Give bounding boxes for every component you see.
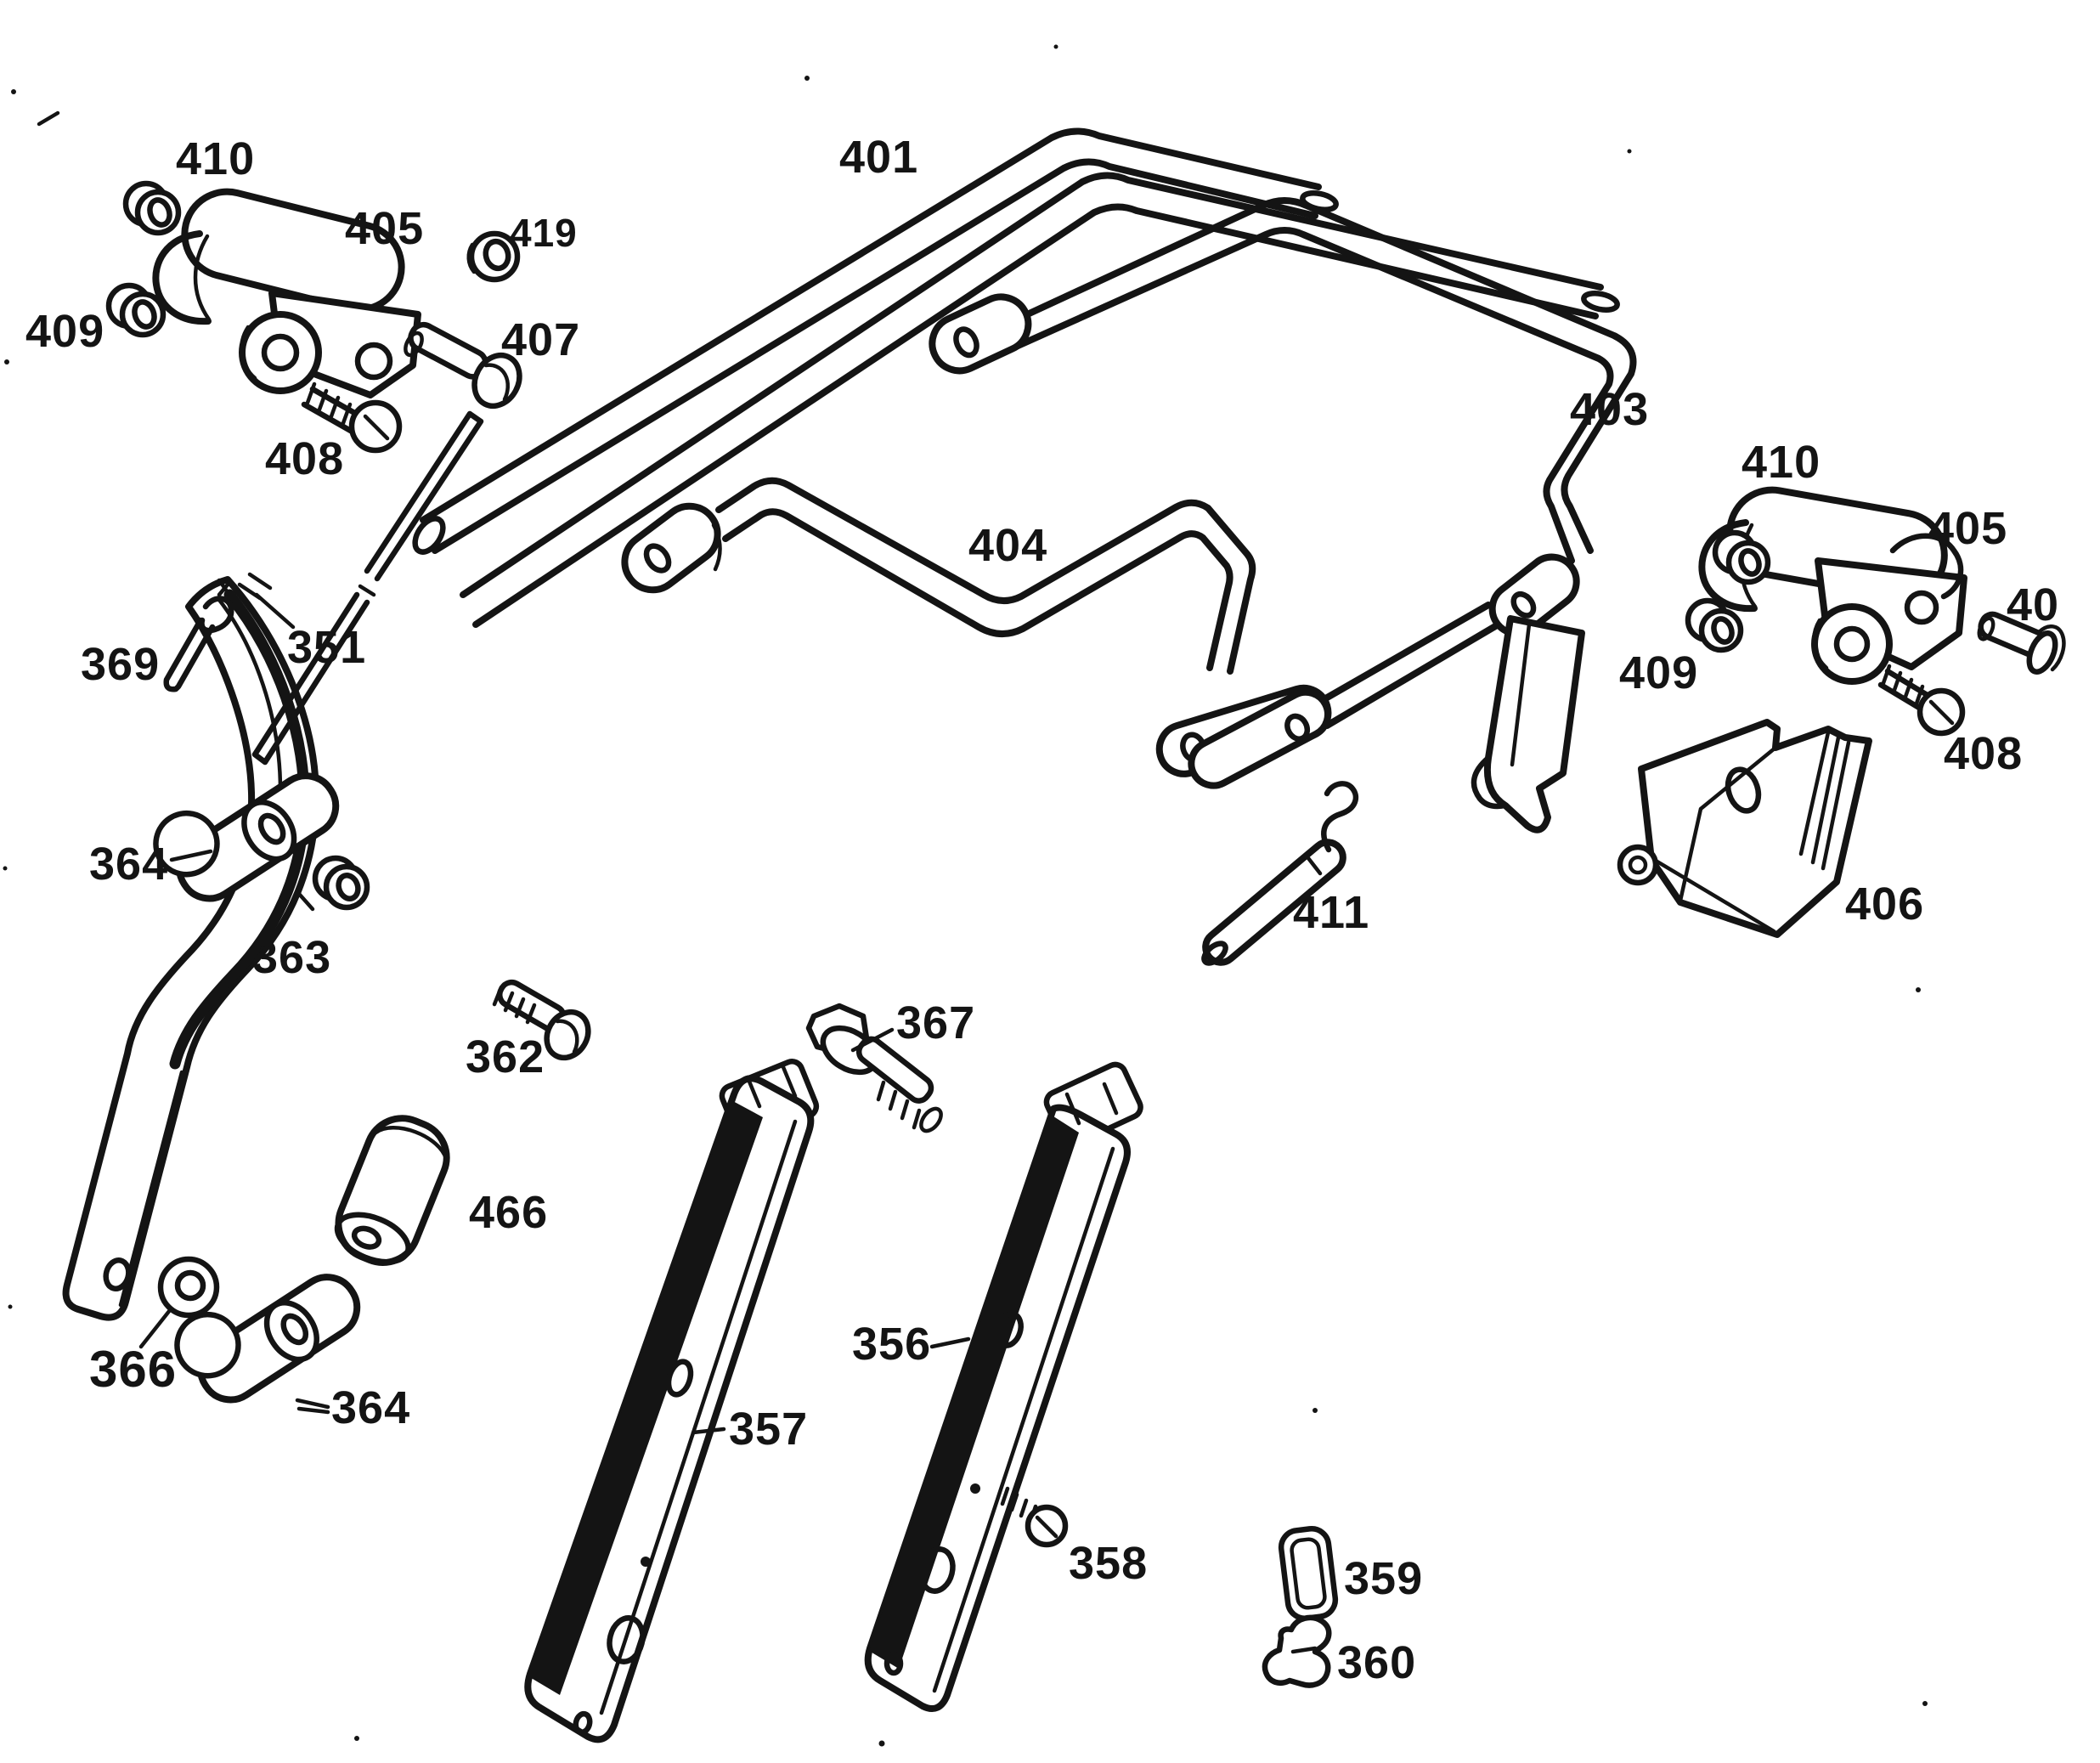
part-label-367: 367 (896, 997, 975, 1048)
part-label-362: 362 (466, 1031, 545, 1082)
screw-358 (1000, 1486, 1069, 1548)
print-speckles (3, 44, 1928, 1747)
part-label-364-top: 364 (89, 839, 168, 890)
cotter-pin-369 (163, 582, 234, 692)
flange-nut-409-right (1685, 597, 1744, 653)
part-label-409-right: 409 (1619, 647, 1698, 698)
screw-408-right (1877, 664, 1966, 737)
part-label-360: 360 (1337, 1637, 1416, 1688)
screw-408-left (301, 381, 403, 454)
part-label-419: 419 (510, 211, 578, 255)
upper-handle-tube-401 (412, 127, 1620, 628)
part-label-411: 411 (1293, 887, 1369, 938)
rod-eyelet (621, 502, 721, 594)
wing-knob-364-bottom (174, 1274, 361, 1410)
part-label-466: 466 (469, 1187, 548, 1238)
handle-clamp-405-left (152, 188, 421, 398)
lift-rod-411 (1201, 781, 1359, 966)
part-label-351: 351 (287, 622, 366, 673)
part-label-364-bottom: 364 (331, 1382, 410, 1433)
bail-lever-bracket (1471, 553, 1585, 833)
washer-366 (138, 1256, 220, 1349)
part-label-404: 404 (968, 520, 1047, 571)
part-label-407: 407 (501, 314, 580, 365)
part-label-410-left: 410 (176, 133, 255, 184)
part-label-406: 406 (1845, 879, 1924, 930)
clevis-pin-40 (1977, 611, 2066, 675)
guard-slot-hole (1725, 766, 1762, 814)
bail-eyelet (929, 293, 1032, 375)
handle-tube-section (251, 410, 484, 766)
part-label-409-left: 409 (25, 306, 104, 357)
handle-clamp-405-right (1698, 486, 1967, 685)
clamp-bolt-hole (354, 342, 393, 381)
washer-419 (466, 230, 521, 283)
tube-open-end (412, 516, 446, 555)
part-label-369: 369 (81, 639, 160, 690)
part-label-410-right: 410 (1742, 437, 1821, 488)
bell-crank-links (1155, 684, 1332, 789)
part-label-405-left: 405 (345, 203, 424, 254)
belt-guard-406 (1617, 719, 1872, 938)
flange-nut-409-left (105, 282, 167, 338)
handle-bracket-357 (524, 1059, 820, 1743)
part-label-403: 403 (1570, 384, 1649, 435)
link-bar-edge (1324, 622, 1500, 729)
handle-bracket-356 (864, 1061, 1143, 1712)
flange-nut-410-left (122, 180, 182, 236)
part-label-408-right: 408 (1944, 728, 2023, 779)
part-label-363: 363 (252, 932, 331, 983)
bolt-407 (404, 321, 522, 410)
handle-mount-hole (103, 1257, 132, 1292)
clip-360 (1262, 1614, 1332, 1688)
grommet-359 (1278, 1526, 1339, 1621)
part-label-40: 40 (2007, 579, 2059, 630)
leader-lines (169, 592, 971, 1435)
part-label-408-left: 408 (265, 433, 344, 484)
flange-nut-410-right (1712, 529, 1771, 585)
part-label-359: 359 (1344, 1553, 1423, 1604)
nut-363 (312, 855, 370, 911)
bolt-362 (492, 979, 591, 1061)
roller-466 (334, 1115, 450, 1266)
part-label-358: 358 (1069, 1538, 1148, 1589)
part-label-401: 401 (839, 132, 918, 183)
part-label-405-right: 405 (1928, 503, 2007, 554)
control-rod-404 (621, 477, 1256, 675)
tube-end-cap (1581, 291, 1620, 313)
part-label-356: 356 (852, 1319, 931, 1370)
wing-knob-364-top (153, 772, 340, 912)
link-bar-edge (1313, 602, 1492, 707)
guard-washer (1617, 844, 1659, 886)
clamp-bolt-hole (1904, 590, 1939, 625)
part-number-labels: 410 405 419 409 407 408 401 403 404 410 … (25, 132, 2059, 1688)
bolt-367 (805, 1003, 943, 1133)
brake-bail-tube-403 (929, 197, 1637, 564)
part-label-366: 366 (89, 1341, 177, 1398)
clamp-barrel (1811, 603, 1893, 685)
part-label-357: 357 (729, 1404, 808, 1455)
